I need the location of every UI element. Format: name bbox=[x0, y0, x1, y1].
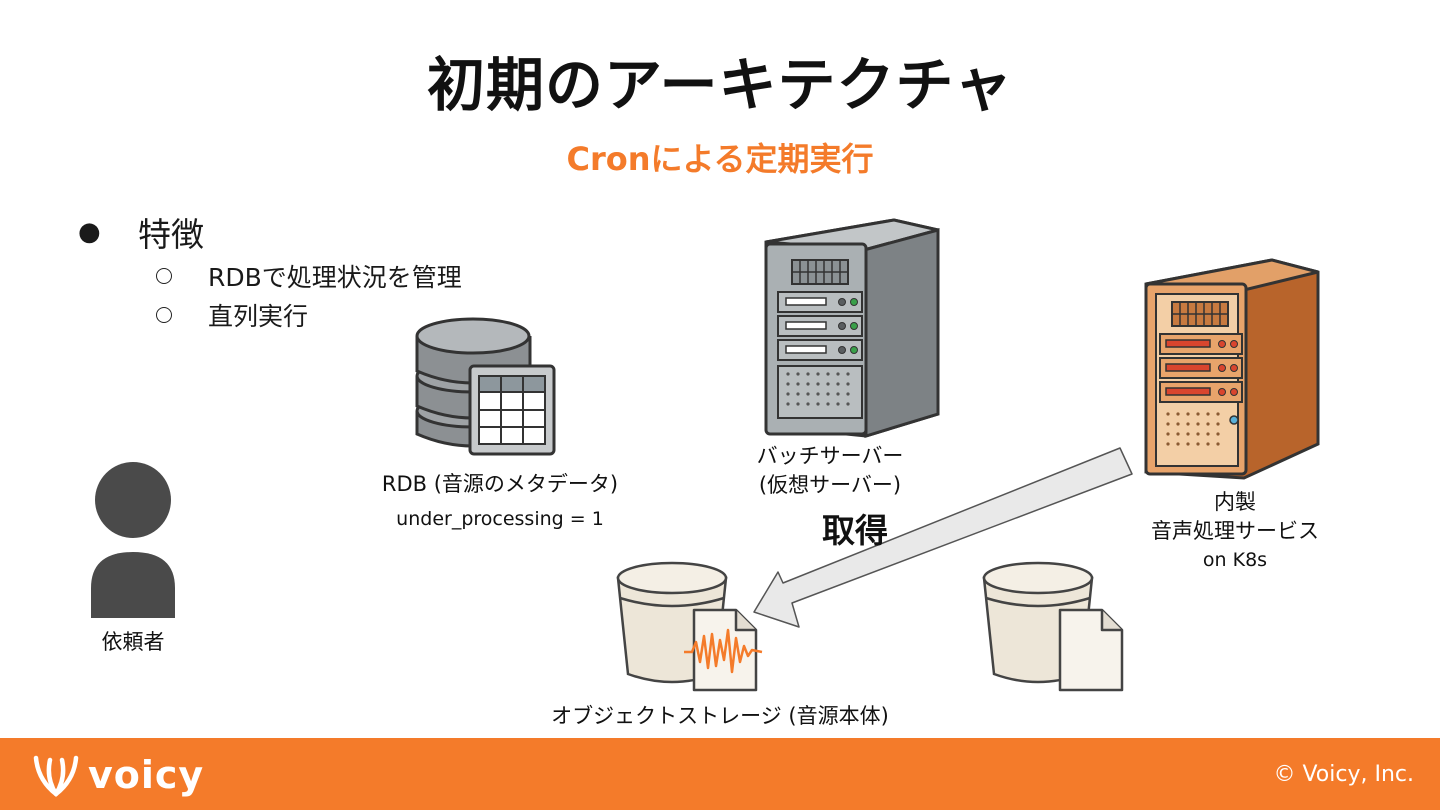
waveform-icon bbox=[684, 628, 763, 674]
feature-item: RDBで処理状況を管理 bbox=[156, 258, 462, 294]
database-icon bbox=[415, 317, 556, 456]
voicy-logo-text: voicy bbox=[88, 753, 205, 797]
voicy-logo: voicy bbox=[32, 752, 204, 798]
feature-heading: ● 特徴 bbox=[78, 208, 204, 256]
batch-server-label: バッチサーバー (仮想サーバー) bbox=[740, 442, 920, 501]
object-storage-label: オブジェクトストレージ (音源本体) bbox=[551, 704, 889, 728]
table-icon bbox=[468, 364, 556, 456]
rdb-label: RDB (音源のメタデータ) bbox=[381, 472, 619, 496]
feature-item: 直列実行 bbox=[156, 297, 308, 333]
footer-bar: voicy © Voicy, Inc. bbox=[0, 738, 1440, 810]
slide-title: 初期のアーキテクチャ bbox=[427, 51, 1013, 119]
person-icon bbox=[91, 462, 175, 618]
audio-service-label: 内製 音声処理サービス on K8s bbox=[1120, 488, 1350, 573]
audio-file-icon bbox=[684, 608, 763, 692]
feature-item-text: RDBで処理状況を管理 bbox=[208, 263, 462, 292]
bullet-ring-icon bbox=[156, 307, 172, 323]
batch-server-icon bbox=[764, 218, 940, 439]
batch-server-label-line1: バッチサーバー bbox=[756, 444, 904, 468]
requester-label: 依頼者 bbox=[101, 630, 165, 654]
bullet-dot-icon: ● bbox=[78, 217, 101, 247]
rdb-status-value: under_processing = 1 bbox=[396, 508, 604, 530]
voicy-logo-icon bbox=[33, 755, 79, 797]
audio-service-server-icon bbox=[1144, 258, 1320, 480]
file-icon bbox=[1058, 608, 1124, 692]
bullet-ring-icon bbox=[156, 268, 172, 284]
feature-item-text: 直列実行 bbox=[208, 302, 309, 331]
acquire-edge-label: 取得 bbox=[822, 511, 888, 550]
audio-service-label-line3: on K8s bbox=[1202, 548, 1268, 571]
audio-service-label-line2: 音声処理サービス bbox=[1151, 519, 1319, 544]
slide-subtitle: Cronによる定期実行 bbox=[566, 140, 874, 178]
copyright-text: © Voicy, Inc. bbox=[1273, 762, 1414, 787]
batch-server-label-line2: (仮想サーバー) bbox=[758, 473, 902, 498]
feature-heading-text: 特徴 bbox=[138, 215, 204, 254]
audio-service-label-line1: 内製 bbox=[1214, 490, 1256, 514]
